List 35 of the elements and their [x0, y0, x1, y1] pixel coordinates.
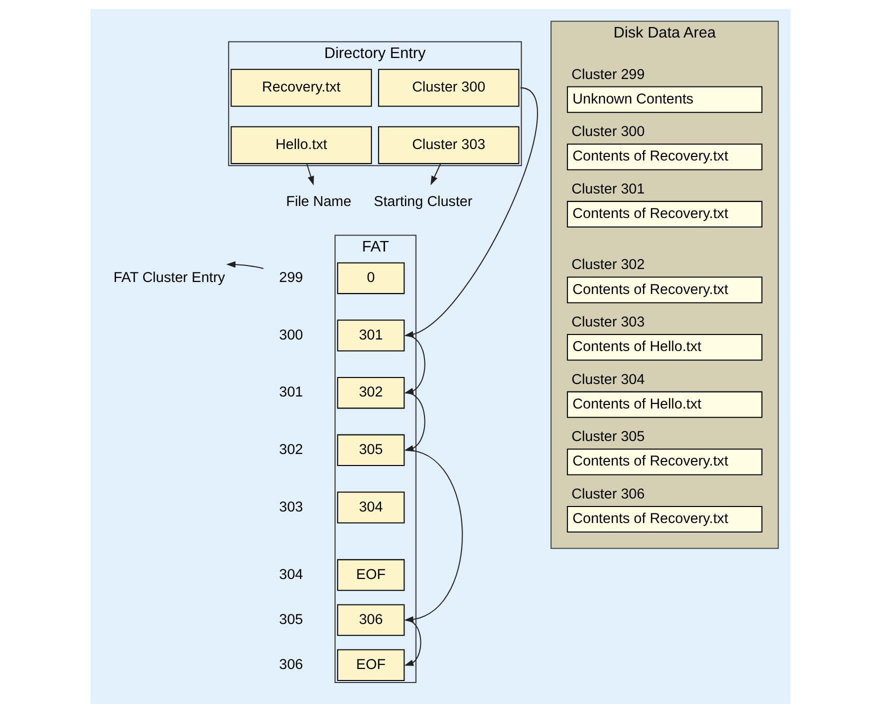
label: 303 — [278, 498, 303, 515]
node-text: Starting Cluster — [373, 194, 472, 210]
node-box: Cluster 300 — [378, 68, 519, 106]
label: 304 — [278, 566, 303, 582]
node-text: File Name — [286, 194, 351, 210]
node-label: Cluster 306 — [571, 486, 644, 502]
node-box: 304 — [336, 491, 404, 523]
node-label: Cluster 299 — [571, 66, 644, 82]
label: 302 — [278, 441, 303, 458]
node-label: Cluster 300 — [571, 124, 644, 140]
node-label: Cluster 305 — [571, 428, 644, 445]
arrow — [306, 163, 314, 185]
node-label: Cluster 302 — [571, 256, 644, 273]
label: 300 — [278, 326, 303, 343]
node-box: Hello.txt — [230, 126, 372, 164]
node-box: Recovery.txt — [230, 68, 372, 106]
node-box: 302 — [336, 376, 404, 408]
node-box: Cluster 303 — [378, 126, 519, 164]
label: 306 — [278, 656, 303, 672]
node-box: EOF — [336, 648, 404, 680]
arrow — [430, 162, 441, 185]
arrow — [226, 260, 263, 268]
node-text: 299 — [278, 269, 303, 286]
node-box: EOF — [336, 558, 404, 590]
node-label: Cluster 304 — [571, 371, 644, 388]
label: 301 — [278, 384, 303, 400]
node-text: FAT Cluster Entry — [112, 269, 225, 286]
node-box: 306 — [336, 604, 404, 636]
node-box: 0 — [336, 262, 404, 294]
arrow — [404, 619, 421, 666]
node-box: 301 — [336, 319, 404, 351]
node-box: 305 — [336, 434, 404, 466]
node-label: Cluster 303 — [571, 314, 644, 330]
label: 305 — [278, 611, 303, 628]
node-label: Cluster 301 — [571, 180, 644, 197]
